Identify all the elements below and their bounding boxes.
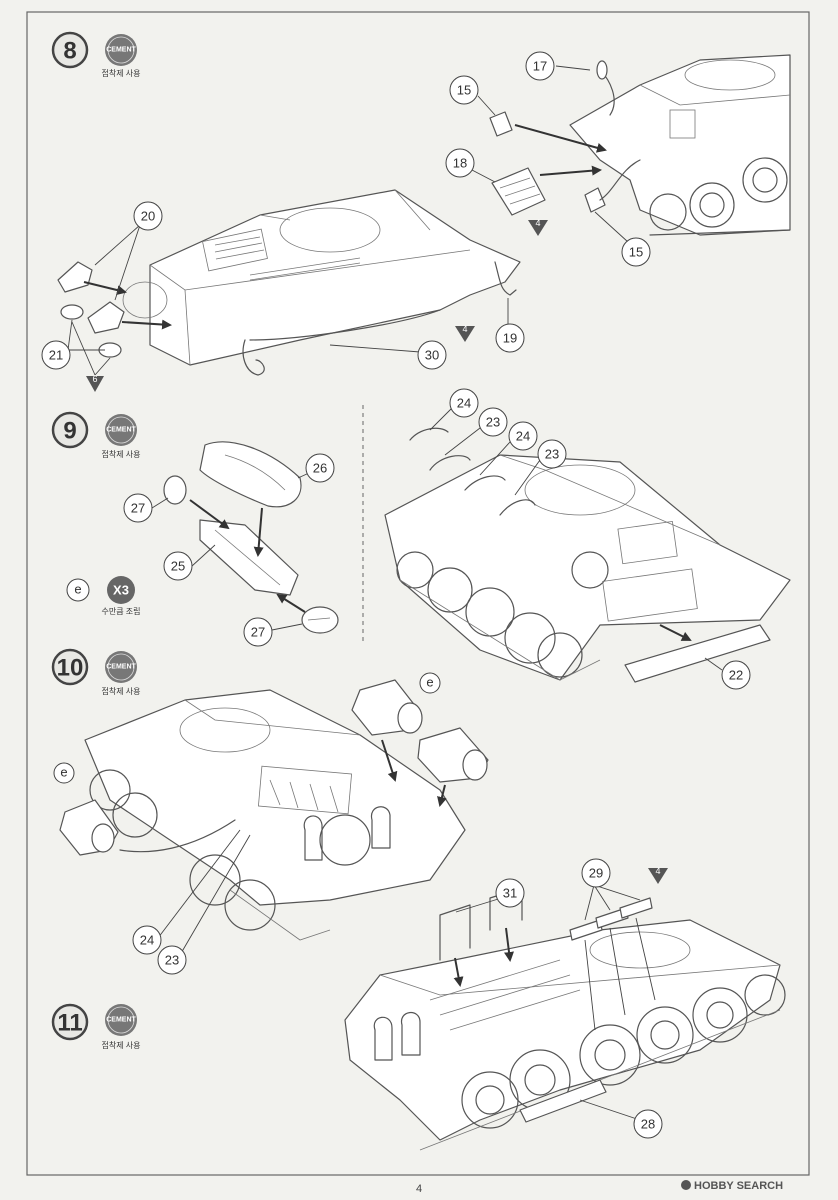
part-label-23: 23 (545, 447, 559, 462)
part-label-24: 24 (457, 396, 471, 411)
part-label-26: 26 (313, 461, 327, 476)
step-number: 9 (63, 418, 76, 445)
step-number: 10 (57, 655, 84, 682)
cement-icon: CEMENT (105, 34, 137, 66)
cement-label: CEMENT (106, 427, 136, 434)
tank-side-drawing (344, 919, 786, 1151)
reference-triangle: 6 (86, 374, 104, 392)
tank-rear-handles-drawing (384, 427, 791, 683)
cement-icon: CEMENT (105, 651, 137, 683)
page-frame (26, 11, 810, 1176)
part-label-25: 25 (171, 559, 185, 574)
upper-hull-drawing (122, 189, 521, 376)
cement-note: 접착제 사용 (101, 449, 140, 459)
tank-drum-mount-drawing (84, 689, 466, 941)
fuel-drum-drawing (163, 441, 339, 634)
repeat-count: X3 (113, 583, 129, 598)
part-label-31: 31 (503, 886, 517, 901)
cement-icon: CEMENT (105, 414, 137, 446)
step-10: 10 CEMENT 접착제 사용 (51, 648, 489, 975)
reference-triangle: 4 (528, 218, 548, 236)
part-label-15: 15 (457, 83, 471, 98)
reference-triangle: 4 (455, 324, 475, 342)
step-number-badge: 9 (51, 411, 89, 449)
step-number-badge: 8 (51, 31, 89, 69)
part-label-19: 19 (503, 331, 517, 346)
rear-detail-drawing (569, 54, 791, 236)
parts-15-17-18 (489, 60, 641, 216)
part-label-27: 27 (131, 501, 145, 516)
subassembly-letter: e (74, 582, 81, 597)
cement-note: 접착제 사용 (101, 68, 140, 78)
cement-icon: CEMENT (105, 1004, 137, 1036)
step-11: 11 CEMENT 접착제 사용 (51, 858, 786, 1151)
part-label-17: 17 (533, 59, 547, 74)
page-number: 4 (416, 1183, 422, 1195)
subassembly-e-marker: e (66, 578, 90, 602)
part-label-23: 23 (486, 415, 500, 430)
cement-note: 접착제 사용 (101, 686, 140, 696)
step-number-badge: 10 (51, 648, 89, 686)
cement-note: 접착제 사용 (101, 1040, 140, 1050)
repeat-note: 수만큼 조립 (101, 607, 140, 616)
part-label-27: 27 (251, 625, 265, 640)
reference-number: 4 (462, 324, 467, 334)
watermark-logo-icon (681, 1180, 691, 1190)
part-label-29: 29 (589, 866, 603, 881)
reference-number: 6 (92, 374, 97, 384)
part-label-24: 24 (516, 429, 530, 444)
part-label-21: 21 (49, 348, 63, 363)
step-number-badge: 11 (51, 1003, 89, 1041)
part-label-24: 24 (140, 933, 154, 948)
step-number: 8 (63, 38, 76, 65)
subassembly-e-marker: e (53, 762, 75, 784)
part-label-20: 20 (141, 209, 155, 224)
subassembly-letter: e (426, 675, 433, 690)
repeat-count-badge: X3 (107, 576, 135, 604)
watermark-text: HOBBY SEARCH (694, 1180, 783, 1192)
step-8: 8 CEMENT 접착제 사용 (41, 31, 791, 392)
subassembly-letter: e (60, 765, 67, 780)
cement-label: CEMENT (106, 47, 136, 54)
part-label-30: 30 (425, 348, 439, 363)
reference-number: 4 (535, 218, 540, 228)
part-label-15: 15 (629, 245, 643, 260)
watermark: HOBBY SEARCH (681, 1180, 783, 1192)
fuel-drums (59, 679, 489, 856)
part-label-28: 28 (641, 1117, 655, 1132)
subassembly-e-marker: e (419, 672, 441, 694)
part-label-18: 18 (453, 156, 467, 171)
reference-triangle: 4 (648, 866, 668, 884)
part-label-23: 23 (165, 953, 179, 968)
step-number: 11 (57, 1010, 82, 1037)
cement-label: CEMENT (106, 1017, 136, 1024)
cement-label: CEMENT (106, 664, 136, 671)
step-9: 9 CEMENT 접착제 사용 26 27 25 (51, 411, 339, 647)
part-label-22: 22 (729, 668, 743, 683)
reference-number: 4 (655, 866, 660, 876)
